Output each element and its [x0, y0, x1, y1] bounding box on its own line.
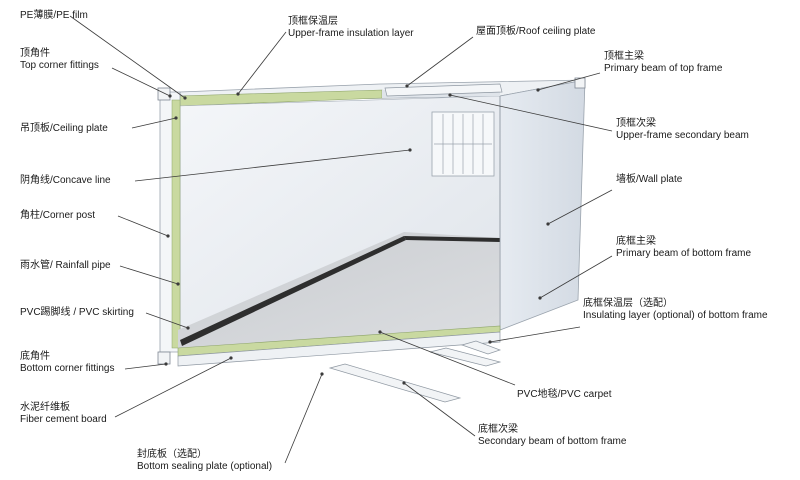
leader-dots [164, 84, 550, 385]
roof-secondary-beam [384, 83, 503, 97]
label-pvc-skirting: PVC踢脚线 / PVC skirting [20, 307, 134, 318]
right-wall [499, 79, 586, 331]
bottom-corner-fitting [157, 351, 171, 365]
pvc-skirting-back [404, 236, 500, 242]
label-roof-ceiling-plate: 屋面顶板/Roof ceiling plate [476, 26, 596, 37]
top-corner-fitting [157, 87, 171, 101]
label-pvc-carpet: PVC地毯/PVC carpet [517, 389, 612, 400]
label-pe-film: PE薄膜/PE film [20, 10, 88, 21]
floor-front [178, 232, 500, 348]
right-top-corner-fitting [574, 77, 586, 89]
bottom-secondary-beam-1 [328, 363, 462, 403]
label-wall-plate: 墙板/Wall plate [616, 174, 683, 185]
bottom-secondary-beam-2 [429, 347, 502, 367]
label-concave-line: 阴角线/Concave line [20, 175, 111, 186]
label-rainfall-pipe: 雨水管/ Rainfall pipe [20, 260, 111, 271]
label-ceiling-plate: 吊顶板/Ceiling plate [20, 123, 108, 134]
label-bottom-sealing-plate: 封底板（选配）Bottom sealing plate (optional) [137, 449, 273, 472]
pvc-skirting [180, 236, 406, 346]
left-insulation-strip [171, 99, 181, 349]
label-corner-post: 角柱/Corner post [20, 210, 96, 221]
bottom-secondary-beam-3 [460, 340, 502, 355]
leader-lines [69, 15, 613, 464]
label-insulating-layer-bottom: 底框保温层（选配）Insulating layer (optional) of … [583, 298, 768, 321]
bottom-main-beam [177, 331, 501, 367]
